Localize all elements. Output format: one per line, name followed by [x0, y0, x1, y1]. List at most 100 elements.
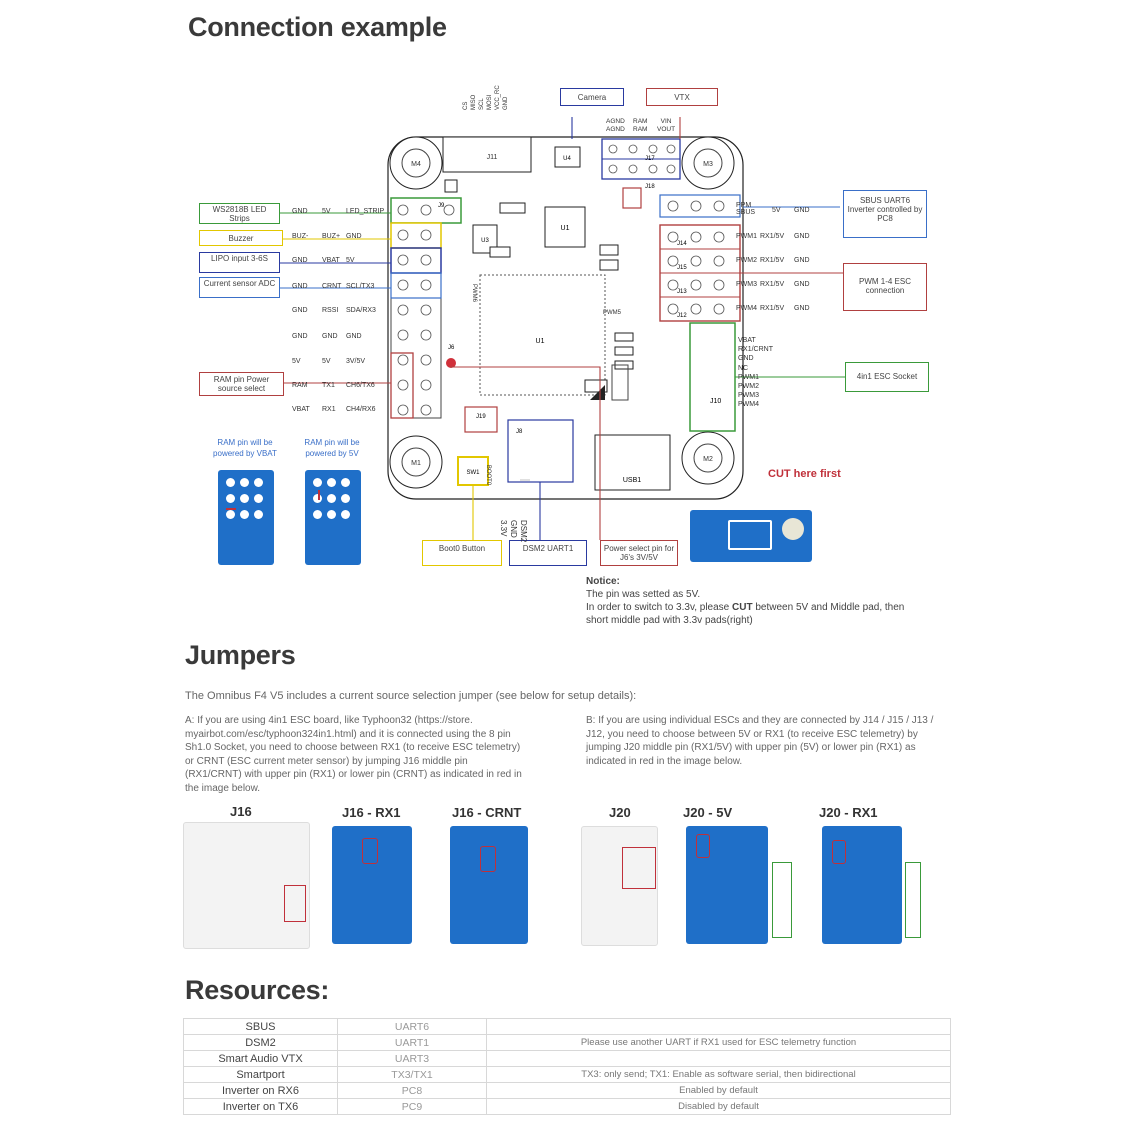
esc-pin: VBAT	[738, 337, 756, 344]
svg-text:J8: J8	[516, 429, 523, 435]
svg-text:J17: J17	[645, 156, 655, 162]
svg-text:J11: J11	[487, 154, 498, 161]
ram-vbat-thumbnail	[218, 470, 274, 565]
ram-note-vbat: RAM pin will be powered by VBAT	[213, 438, 277, 458]
pin-right-3-1: RX1/5V	[760, 281, 785, 288]
table-row: SBUS UART6	[183, 1018, 951, 1035]
table-row: Inverter on TX6 PC9 Disabled by default	[183, 1098, 951, 1115]
esc-pin: GND	[738, 355, 754, 363]
thumb-title-j16-crnt: J16 - CRNT	[452, 805, 522, 820]
label-sbus-uart6: SBUS UART6 Inverter controlled by PC8	[843, 190, 927, 238]
label-lipo-input: LIPO input 3-6S	[199, 252, 280, 273]
svg-text:M3: M3	[703, 161, 713, 168]
pin-right-4-0: PWM4	[736, 305, 757, 312]
esc-pin: PWM2	[738, 383, 759, 391]
j20-rx1-highlight	[905, 862, 921, 938]
esc-pin: PWM3	[738, 392, 759, 400]
pin-right-0-2: GND	[794, 207, 810, 214]
label-camera: Camera	[560, 88, 624, 106]
esc-pin: PWM1	[738, 373, 759, 381]
esc-socket-pins: VBAT RX1/CRNT GND NC PWM1 PWM2 PWM3 PWM4	[738, 336, 773, 410]
svg-text:USB1: USB1	[623, 477, 641, 484]
pin-right-1-1: RX1/5V	[760, 233, 785, 240]
svg-text:J12: J12	[677, 313, 687, 319]
pin-right-4-2: GND	[794, 305, 810, 312]
resource-name: Inverter on RX6	[183, 1082, 338, 1099]
esc-pin: RX1/CRNT	[738, 346, 774, 354]
part-boot0: BOOT0	[485, 464, 492, 486]
thumb-j16	[183, 822, 310, 949]
table-row: Smartport TX3/TX1 TX3: only send; TX1: E…	[183, 1066, 951, 1083]
label-vtx: VTX	[646, 88, 718, 106]
resource-port: UART6	[337, 1018, 487, 1035]
mount-m4: M4	[389, 136, 443, 190]
part-pwm5: PWM5	[603, 310, 621, 316]
notice-line1: The pin was setted as 5V.	[586, 589, 701, 600]
resource-port: UART1	[337, 1034, 487, 1051]
resource-note: Please use another UART if RX1 used for …	[486, 1034, 951, 1051]
svg-text:U4: U4	[563, 156, 571, 162]
svg-text:U1: U1	[536, 338, 545, 345]
thumb-j16-crnt	[450, 826, 528, 944]
thumb-j16-rx1	[332, 826, 412, 944]
mount-m1: M1	[389, 435, 443, 489]
label-boot0-button: Boot0 Button	[422, 540, 502, 566]
resource-port: TX3/TX1	[337, 1066, 487, 1083]
esc-pin: PWM4	[738, 401, 759, 409]
label-4in1-esc-socket: 4in1 ESC Socket	[845, 362, 929, 392]
resource-port: UART3	[337, 1050, 487, 1067]
thumb-title-j16-rx1: J16 - RX1	[342, 805, 401, 820]
svg-text:M2: M2	[703, 456, 713, 463]
thumb-title-j20: J20	[609, 805, 631, 820]
svg-text:J6: J6	[448, 345, 455, 351]
resource-name: Smartport	[183, 1066, 338, 1083]
label-dsm2-uart1: DSM2 UART1	[509, 540, 587, 566]
label-pwm-esc: PWM 1-4 ESC connection	[843, 263, 927, 311]
notice-title: Notice:	[586, 576, 620, 587]
resource-name: SBUS	[183, 1018, 338, 1035]
ram-note-5v: RAM pin will be powered by 5V	[304, 438, 360, 458]
resources-table: SBUS UART6 DSM2 UART1 Please use another…	[183, 1018, 951, 1115]
mount-m3: M3	[681, 136, 735, 190]
svg-text:J10: J10	[710, 398, 721, 405]
connection-example-title: Connection example	[188, 12, 447, 42]
resource-port: PC8	[337, 1082, 487, 1099]
label-ram-pin: RAM pin Power source select	[199, 372, 284, 396]
table-row: DSM2 UART1 Please use another UART if RX…	[183, 1034, 951, 1051]
resource-note: Enabled by default	[486, 1082, 951, 1099]
svg-text:J9: J9	[438, 203, 445, 209]
svg-text:U1: U1	[561, 225, 570, 232]
svg-text:SW1: SW1	[466, 470, 480, 476]
svg-text:J15: J15	[677, 265, 687, 271]
jumpers-title: Jumpers	[185, 640, 296, 670]
cut-thumbnail	[690, 510, 812, 562]
thumb-title-j20-rx1: J20 - RX1	[819, 805, 878, 820]
label-buzzer: Buzzer	[199, 230, 283, 246]
pin-right-0-1: 5V	[772, 207, 781, 214]
svg-text:J19: J19	[476, 414, 486, 420]
table-row: Smart Audio VTX UART3	[183, 1050, 951, 1067]
resource-note: Disabled by default	[486, 1098, 951, 1115]
svg-text:M4: M4	[411, 161, 421, 168]
label-power-select: Power select pin for J6's 3V/5V	[600, 540, 678, 566]
resource-note	[486, 1018, 951, 1035]
cut-label: CUT here first	[768, 468, 841, 480]
thumb-j20-rx1	[822, 826, 902, 944]
notice-line2: In order to switch to 3.3v, please CUT b…	[586, 602, 905, 613]
resource-name: Smart Audio VTX	[183, 1050, 338, 1067]
svg-text:J18: J18	[645, 184, 655, 190]
thumb-title-j20-5v: J20 - 5V	[683, 805, 733, 820]
j20-5v-highlight	[772, 862, 792, 938]
